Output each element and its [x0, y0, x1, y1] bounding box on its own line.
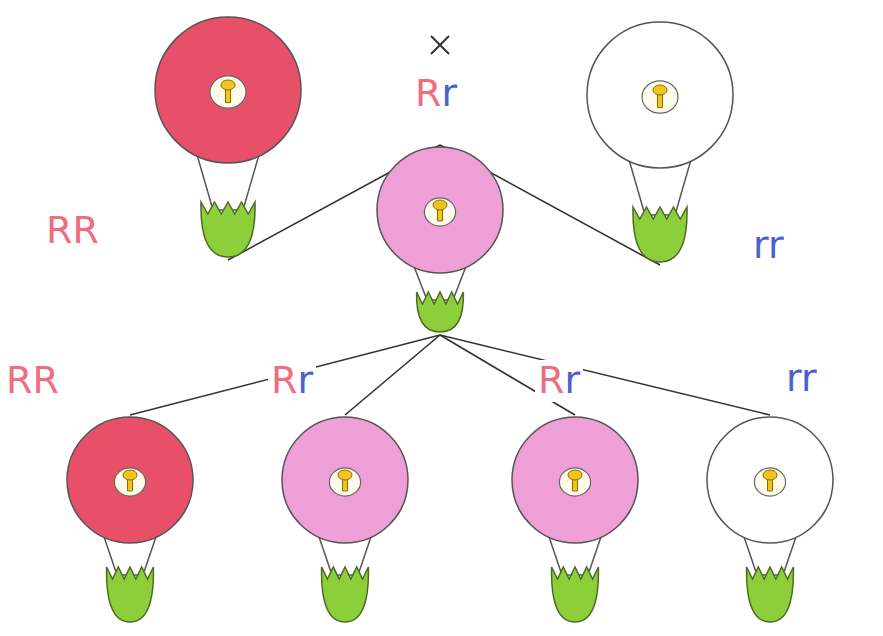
flower-calyx — [417, 292, 464, 332]
allele-letter: r — [753, 223, 768, 267]
allele-letter: r — [564, 358, 580, 402]
cross-line — [130, 335, 440, 415]
flower-calyx — [552, 567, 599, 622]
flower-centre — [754, 468, 785, 496]
allele-letter: R — [46, 208, 72, 252]
flower-stigma — [123, 470, 137, 480]
allele-letter: r — [786, 356, 801, 400]
allele-letter: R — [72, 208, 98, 252]
flower-head — [707, 417, 833, 543]
allele-letter: R — [6, 358, 32, 402]
flower-node: Rr — [280, 415, 410, 625]
flower-head — [155, 17, 301, 163]
allele-letter: r — [297, 358, 313, 402]
cross-stroke — [431, 36, 449, 54]
flower-picture — [585, 20, 735, 265]
flower-picture — [65, 415, 195, 625]
flower-node: rr — [705, 415, 835, 625]
allele-letter: R — [271, 358, 297, 402]
cross-stroke — [431, 36, 449, 54]
flower-calyx — [633, 207, 687, 262]
flower-head — [377, 147, 503, 273]
cross-line — [440, 335, 770, 415]
flower-centre — [210, 76, 246, 108]
flower-stigma — [763, 470, 777, 480]
flower-centre — [559, 468, 590, 496]
flower-stigma — [653, 85, 667, 95]
flower-picture — [153, 15, 303, 260]
flower-picture — [705, 415, 835, 625]
genotype-label: RR — [3, 360, 62, 402]
flower-node: RR — [153, 15, 303, 260]
allele-letter: r — [801, 356, 817, 400]
flower-stigma — [338, 470, 352, 480]
genotype-label: Rr — [535, 360, 583, 402]
flower-calyx — [201, 202, 255, 257]
flower-picture — [510, 415, 640, 625]
genotype-label: RR — [43, 210, 102, 252]
flower-picture — [280, 415, 410, 625]
flower-head — [512, 417, 638, 543]
genotype-label: Rr — [268, 360, 316, 402]
genotype-label: rr — [750, 225, 787, 267]
flower-stigma — [568, 470, 582, 480]
allele-letter: R — [415, 71, 441, 115]
flower-centre — [114, 468, 145, 496]
flower-node: Rr — [510, 415, 640, 625]
flower-centre — [329, 468, 360, 496]
cross-line — [440, 335, 575, 415]
allele-letter: r — [768, 223, 784, 267]
flower-node: Rr — [375, 145, 505, 335]
flower-calyx — [322, 567, 369, 622]
flower-centre — [424, 198, 455, 226]
allele-letter: r — [441, 71, 457, 115]
flower-head — [67, 417, 193, 543]
genotype-label: rr — [783, 358, 820, 400]
allele-letter: R — [32, 358, 58, 402]
flower-head — [282, 417, 408, 543]
flower-calyx — [747, 567, 794, 622]
flower-stigma — [433, 200, 447, 210]
flower-calyx — [107, 567, 154, 622]
flower-head — [587, 22, 733, 168]
flower-picture — [375, 145, 505, 335]
flower-node: RR — [65, 415, 195, 625]
flower-centre — [642, 81, 678, 113]
flower-stigma — [221, 80, 235, 90]
flower-node: rr — [585, 20, 735, 265]
genotype-label: Rr — [412, 73, 460, 115]
cross-line — [345, 335, 440, 415]
allele-letter: R — [538, 358, 564, 402]
